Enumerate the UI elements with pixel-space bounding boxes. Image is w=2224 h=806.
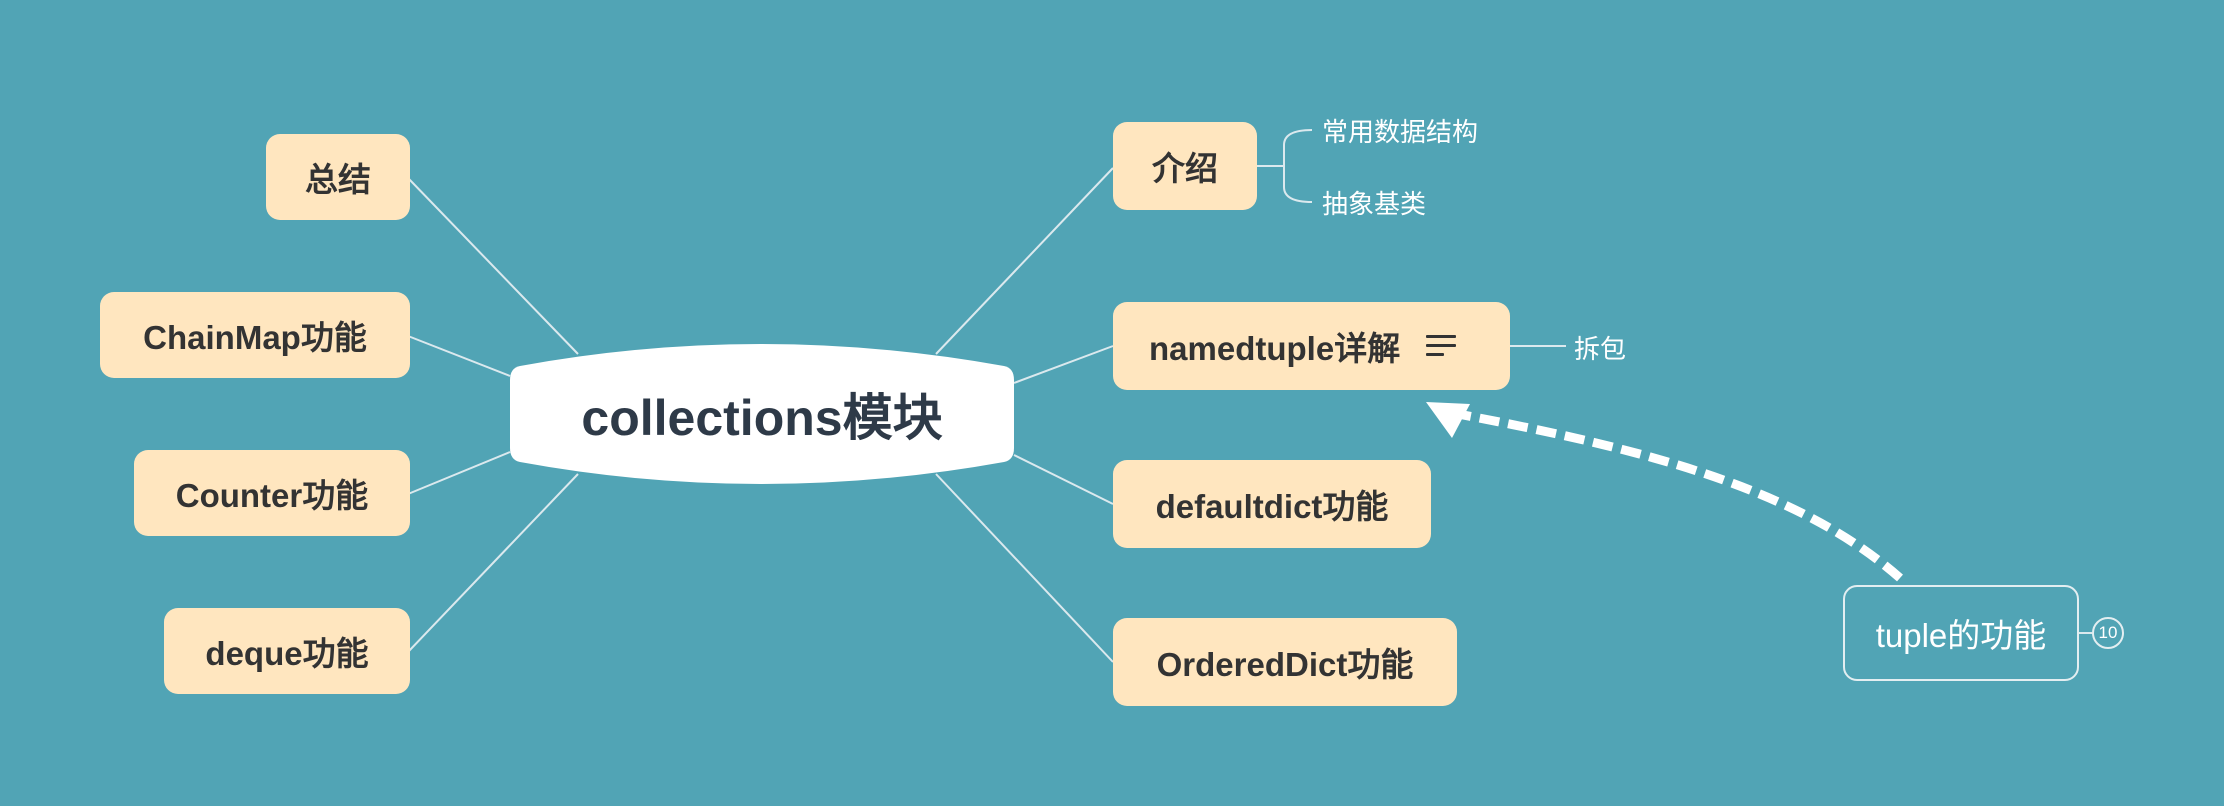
subtopic-abstract-base-classes[interactable]: 抽象基类 <box>1322 189 1427 219</box>
topic-label: ChainMap功能 <box>143 319 367 356</box>
topic-label: defaultdict功能 <box>1155 488 1389 525</box>
topic-introduction[interactable]: 介绍 <box>1113 122 1257 210</box>
topic-summary[interactable]: 总结 <box>266 134 410 220</box>
topic-label: Counter功能 <box>175 477 369 514</box>
collapsed-count-badge[interactable]: 10 <box>2092 617 2124 649</box>
relationship-arrow <box>1457 409 1903 582</box>
notes-icon[interactable] <box>1426 335 1457 357</box>
topic-defaultdict[interactable]: defaultdict功能 <box>1113 460 1431 548</box>
central-topic[interactable]: collections模块 <box>510 340 1014 488</box>
topic-label: tuple的功能 <box>1875 617 2047 654</box>
topic-namedtuple[interactable]: namedtuple详解 <box>1113 302 1510 390</box>
topic-counter[interactable]: Counter功能 <box>134 450 410 536</box>
topic-label: namedtuple详解 <box>1149 330 1401 367</box>
topic-chainmap[interactable]: ChainMap功能 <box>100 292 410 378</box>
subtopic-unpacking[interactable]: 拆包 <box>1574 334 1627 364</box>
topic-deque[interactable]: deque功能 <box>164 608 410 694</box>
subtopic-common-data-structures[interactable]: 常用数据结构 <box>1322 117 1479 147</box>
topic-ordereddict[interactable]: OrderedDict功能 <box>1113 618 1457 706</box>
topic-label: 总结 <box>305 161 371 198</box>
arrow-head-icon <box>1426 402 1470 438</box>
central-topic-label: collections模块 <box>581 390 943 446</box>
topic-label: OrderedDict功能 <box>1156 646 1414 683</box>
floating-topic-tuple[interactable]: tuple的功能 <box>1843 585 2079 681</box>
topic-label: deque功能 <box>205 635 369 672</box>
topic-label: 介绍 <box>1152 150 1218 187</box>
